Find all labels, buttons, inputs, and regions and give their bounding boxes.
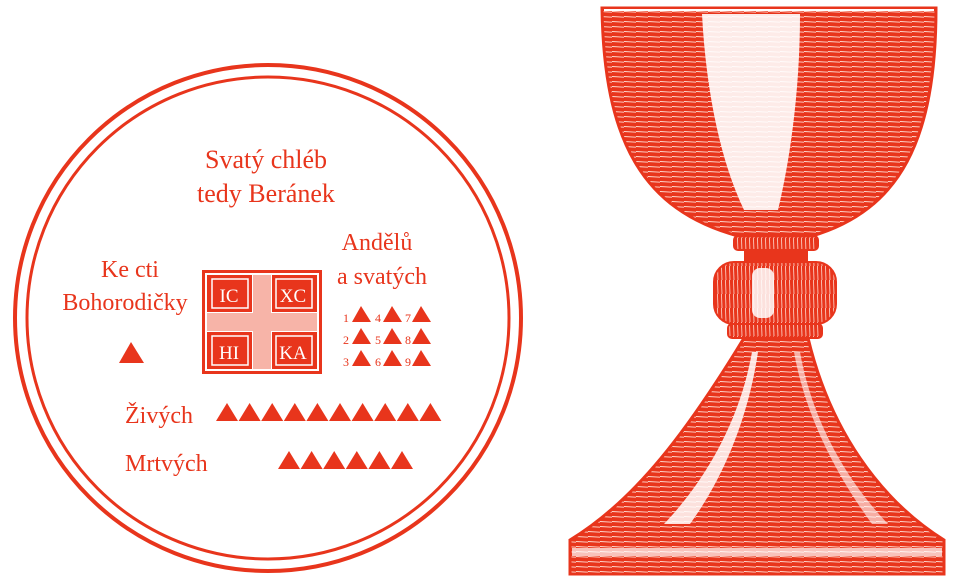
- angel-number: 5: [375, 333, 381, 347]
- dead-label: Mrtvých: [125, 451, 208, 477]
- angel-particle: [412, 306, 431, 322]
- angel-particle: [383, 350, 402, 366]
- living-particle: [329, 403, 351, 421]
- paten-title-line2: tedy Beránek: [197, 179, 335, 208]
- theotokos-label-line2: Bohorodičky: [62, 290, 187, 316]
- angels-particles: 1 4 7 2 5 8 3 6 9: [343, 306, 431, 369]
- paten-title-line1: Svatý chléb: [205, 145, 327, 174]
- theotokos-particle: [119, 342, 144, 363]
- angel-number: 6: [375, 355, 381, 369]
- angel-particle: [352, 306, 371, 322]
- angel-number: 9: [405, 355, 411, 369]
- seal-text-hi: HI: [219, 343, 239, 364]
- angel-particle: [352, 350, 371, 366]
- living-particle: [306, 403, 328, 421]
- dead-particles: [278, 451, 413, 469]
- angel-number: 4: [375, 311, 381, 325]
- dead-particle: [301, 451, 323, 469]
- seal-text-ic: IC: [220, 286, 239, 307]
- living-particle: [261, 403, 283, 421]
- living-particle: [284, 403, 306, 421]
- chalice-knop-highlight: [752, 268, 774, 318]
- seal-text-ka: KA: [279, 343, 307, 364]
- chalice-neck: [744, 250, 808, 262]
- dead-particle: [391, 451, 413, 469]
- living-particle: [374, 403, 396, 421]
- dead-particle: [278, 451, 300, 469]
- living-particle: [216, 403, 238, 421]
- angel-particle: [383, 306, 402, 322]
- angel-particle: [352, 328, 371, 344]
- angel-particle: [412, 350, 431, 366]
- living-particles: [216, 403, 441, 421]
- dead-particle: [323, 451, 345, 469]
- living-particle: [419, 403, 441, 421]
- chalice-knop: [714, 262, 836, 324]
- paten-diagram: Svatý chléb tedy Beránek Ke cti Bohorodi…: [15, 65, 521, 571]
- chalice-icon: [570, 8, 944, 574]
- living-label: Živých: [125, 403, 193, 429]
- angels-label-line2: a svatých: [337, 264, 427, 290]
- angel-particle: [383, 328, 402, 344]
- living-particle: [352, 403, 374, 421]
- angel-number: 8: [405, 333, 411, 347]
- chalice-foot: [570, 338, 944, 574]
- cross-seal-icon: IC XC HI KA: [202, 270, 322, 374]
- chalice-base-band: [572, 548, 942, 556]
- angel-number: 2: [343, 333, 349, 347]
- angel-number: 3: [343, 355, 349, 369]
- chalice-lower-neck: [728, 324, 822, 338]
- living-particle: [239, 403, 261, 421]
- seal-text-xc: XC: [280, 286, 306, 307]
- chalice-collar: [734, 236, 818, 250]
- living-particle: [397, 403, 419, 421]
- angel-particle: [412, 328, 431, 344]
- dead-particle: [346, 451, 368, 469]
- angel-number: 7: [405, 311, 411, 325]
- angel-number: 1: [343, 311, 349, 325]
- angels-label-line1: Andělů: [342, 230, 413, 256]
- theotokos-label-line1: Ke cti: [101, 257, 159, 283]
- dead-particle: [368, 451, 390, 469]
